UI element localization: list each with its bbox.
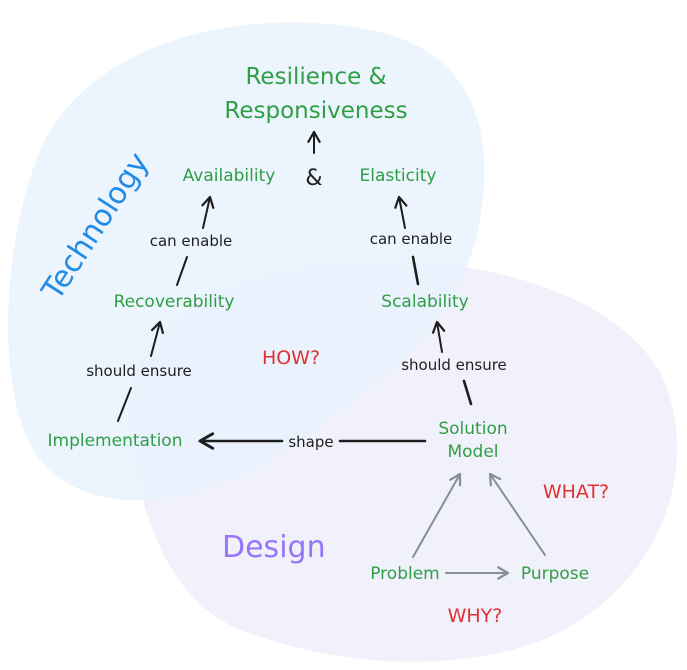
node-problem: Problem: [370, 564, 440, 584]
arrow-problem-to-solution: [412, 472, 462, 558]
label-can-enable-right: can enable: [370, 230, 453, 248]
label-should-ensure-left: should ensure: [86, 362, 192, 380]
arrow-recoverability: [150, 320, 165, 357]
resilience-responsiveness-line2: Responsiveness: [224, 98, 407, 124]
node-solution-model-line2: Model: [447, 442, 498, 462]
label-can-enable-left: can enable: [150, 232, 233, 250]
arrow-recoverability-lower: [117, 387, 132, 422]
arrow-elasticity-lower: [411, 255, 420, 286]
node-solution-model-line1: Solution: [438, 419, 507, 439]
arrow-scalability-lower: [462, 379, 473, 406]
node-purpose: Purpose: [521, 564, 589, 584]
node-availability: Availability: [183, 166, 276, 186]
question-what: WHAT?: [543, 481, 609, 503]
node-implementation: Implementation: [48, 431, 183, 451]
node-elasticity: Elasticity: [360, 166, 437, 186]
question-why: WHY?: [448, 605, 503, 627]
arrow-availability: [201, 195, 215, 229]
resilience-responsiveness-line1: Resilience &: [245, 64, 386, 90]
question-how: HOW?: [262, 347, 320, 369]
design-label: Design: [222, 530, 326, 565]
label-should-ensure-right: should ensure: [401, 356, 507, 374]
technology-region: [8, 22, 485, 501]
arrow-purpose-to-solution: [488, 472, 546, 556]
label-shape: shape: [288, 433, 333, 451]
arrow-availability-lower: [176, 256, 188, 286]
node-recoverability: Recoverability: [114, 292, 235, 312]
ampersand: &: [305, 166, 322, 191]
arrow-scalability: [431, 320, 446, 353]
node-scalability: Scalability: [381, 292, 468, 312]
arrow-elasticity: [394, 195, 408, 229]
